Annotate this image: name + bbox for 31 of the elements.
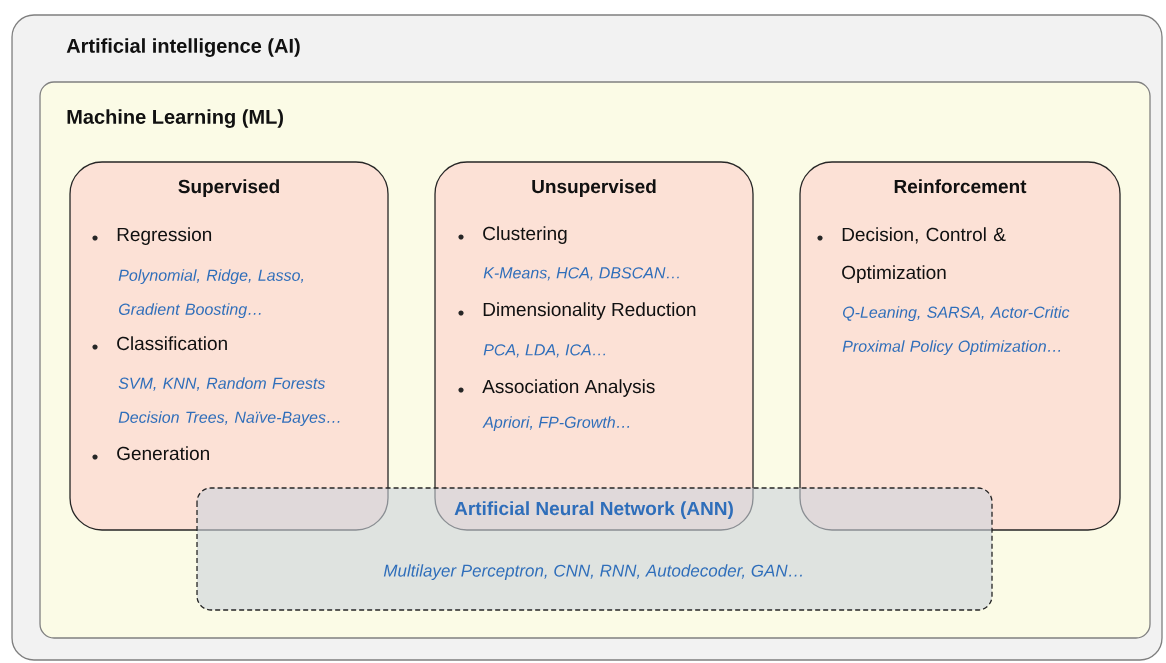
dashed-box bbox=[196, 487, 993, 611]
list-item: Generation bbox=[117, 446, 209, 461]
bullet bbox=[92, 235, 98, 241]
bullet bbox=[458, 310, 464, 316]
category-box bbox=[69, 161, 389, 531]
heading: Supervised bbox=[178, 179, 279, 197]
example-text: Polynomial, Ridge, Lasso, Gradient Boosting… bbox=[118, 269, 304, 319]
bullet bbox=[92, 454, 98, 460]
heading: Artificial Neural Network (ANN) bbox=[454, 501, 733, 519]
category-box bbox=[799, 161, 1121, 531]
bullet bbox=[92, 344, 98, 350]
heading: Unsupervised bbox=[532, 179, 656, 197]
example-text: SVM, KNN, Random Forests Decision Trees, Naïve-Bayes… bbox=[118, 377, 340, 427]
heading: Artificial intelligence (AI) bbox=[66, 38, 300, 57]
list-item: Classification bbox=[117, 336, 227, 351]
list-item: Association Analysis bbox=[482, 379, 655, 397]
bullet bbox=[817, 235, 823, 241]
list-item: Decision, Control & Optimization bbox=[842, 227, 1006, 283]
example-text: Q-Leaning, SARSA, Actor-Critic Proximal Policy Optimization… bbox=[842, 306, 1070, 356]
heading: Reinforcement bbox=[894, 179, 1027, 194]
heading: Machine Learning (ML) bbox=[67, 109, 283, 128]
category-box bbox=[434, 161, 754, 531]
bullet bbox=[458, 234, 464, 240]
bullet bbox=[458, 387, 464, 393]
example-text: PCA, LDA, ICA… bbox=[483, 344, 606, 358]
example-text: Multilayer Perceptron, CNN, RNN, Autodecoder, GAN… bbox=[383, 564, 802, 581]
example-text: Apriori, FP-Growth… bbox=[482, 416, 630, 432]
example-text: K-Means, HCA, DBSCAN… bbox=[483, 267, 679, 281]
list-item: Dimensionality Reduction bbox=[483, 302, 696, 320]
list-item: Clustering bbox=[483, 226, 567, 244]
list-item: Regression bbox=[117, 227, 212, 245]
